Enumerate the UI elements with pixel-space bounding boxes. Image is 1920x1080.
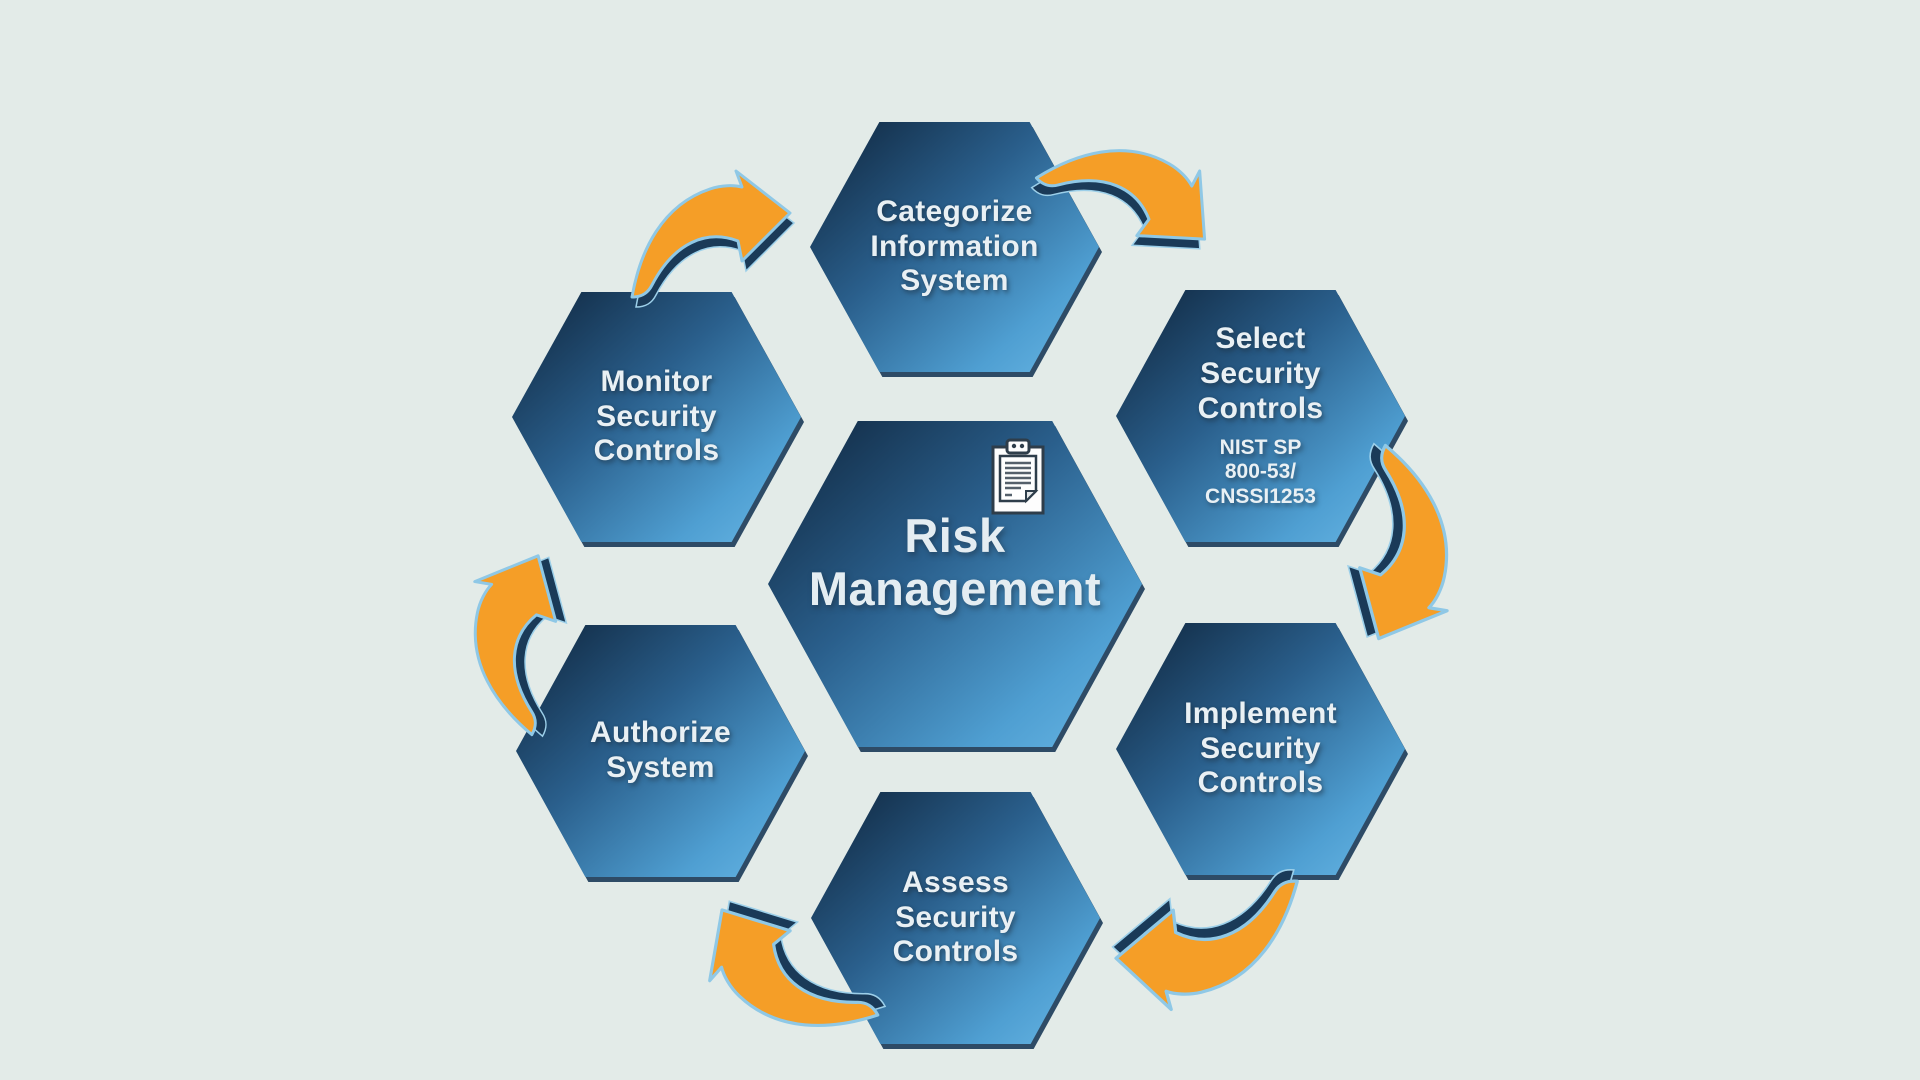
hexagon-risk-management-surface: Risk Management (768, 421, 1142, 747)
arrow-monitor-to-categorize-icon (630, 169, 796, 309)
hexagon-surface: Select Security Controls NIST SP 800-53/… (1116, 290, 1405, 542)
step-label-select: Select Security Controls (1197, 322, 1324, 425)
hexagon-surface: Implement Security Controls (1116, 623, 1405, 875)
step-label-authorize: Authorize System (589, 716, 732, 784)
hexagon-authorize-system: Authorize System (516, 625, 805, 877)
hexagon-surface: Categorize Information System (810, 122, 1099, 372)
hexagon-surface: Monitor Security Controls (512, 292, 801, 542)
step-label-categorize: Categorize Information System (870, 194, 1039, 298)
hexagon-select-security-controls: Select Security Controls NIST SP 800-53/… (1116, 290, 1405, 542)
arrow-implement-to-assess-icon (1105, 853, 1300, 1022)
hub-label: Risk Management (808, 509, 1102, 616)
hexagon-surface: Authorize System (516, 625, 805, 877)
step-sublabel-nist: NIST SP 800-53/ CNSSI1253 (1205, 435, 1316, 509)
step-label-monitor: Monitor Security Controls (593, 364, 720, 468)
step-label-implement: Implement Security Controls (1184, 696, 1337, 800)
hexagon-implement-security-controls: Implement Security Controls (1116, 623, 1405, 875)
hexagon-categorize-information-system: Categorize Information System (810, 122, 1099, 372)
hexagon-risk-management: Risk Management (768, 421, 1142, 747)
step-label-assess: Assess Security Controls (892, 865, 1019, 969)
clipboard-icon (991, 438, 1045, 515)
hexagon-monitor-security-controls: Monitor Security Controls (512, 292, 801, 542)
